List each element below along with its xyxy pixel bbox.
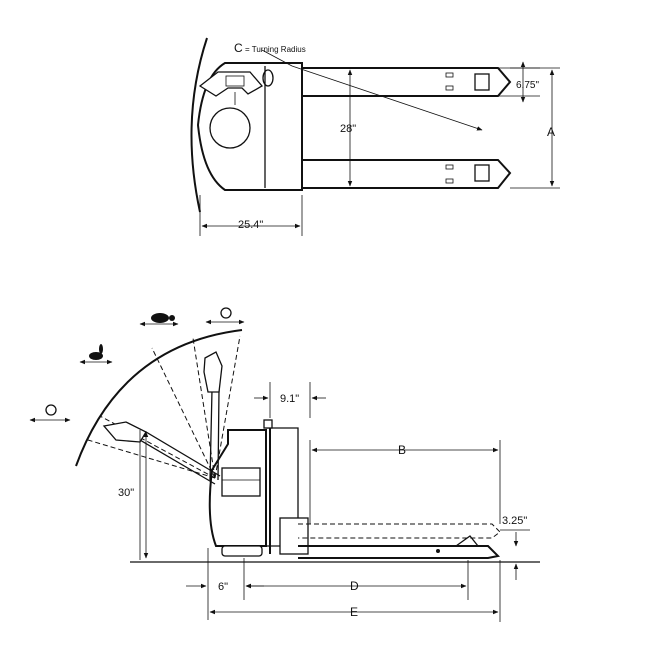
fork-raised: [298, 523, 501, 539]
handle-height-label: 30": [118, 487, 134, 499]
turning-radius-arc: [190, 37, 208, 213]
load-wheel-housing: [279, 517, 309, 555]
tiller-head-top: [198, 71, 264, 97]
fork-lowered: [298, 545, 501, 559]
brake-icon-lower: [29, 404, 71, 423]
top-view: C = Turning Radius 6.75" A: [190, 37, 560, 236]
fork-width-label: 6.75": [516, 80, 539, 91]
tiller-handle-lowered: [139, 431, 221, 485]
handle-offset-label: 9.1": [280, 393, 299, 405]
upper-fork: [302, 67, 512, 97]
body-length-label: 25.4": [238, 219, 263, 231]
turning-radius-letter: C: [234, 41, 243, 55]
brake-icon: [205, 307, 245, 325]
turning-radius-label: = Turning Radius: [245, 45, 306, 54]
battery-box: [221, 467, 261, 497]
fork-spread-label: 28": [340, 123, 356, 135]
turtle-icon: [139, 313, 179, 327]
fork-length-letter: B: [398, 443, 406, 457]
side-view: 9.1" B 30" 3.25" 6" D E: [29, 307, 540, 622]
rabbit-icon: [79, 344, 113, 365]
turning-radius-line: [291, 65, 483, 131]
overall-length-letter: E: [350, 605, 358, 619]
front-offset-label: 6": [218, 581, 228, 593]
lift-height-label: 3.25": [502, 515, 527, 527]
overall-width-letter: A: [547, 125, 555, 139]
wheelbase-letter: D: [350, 579, 359, 593]
lower-fork: [302, 159, 512, 189]
tiller-swing-arc: [75, 329, 243, 467]
drive-wheel-top: [209, 107, 251, 149]
